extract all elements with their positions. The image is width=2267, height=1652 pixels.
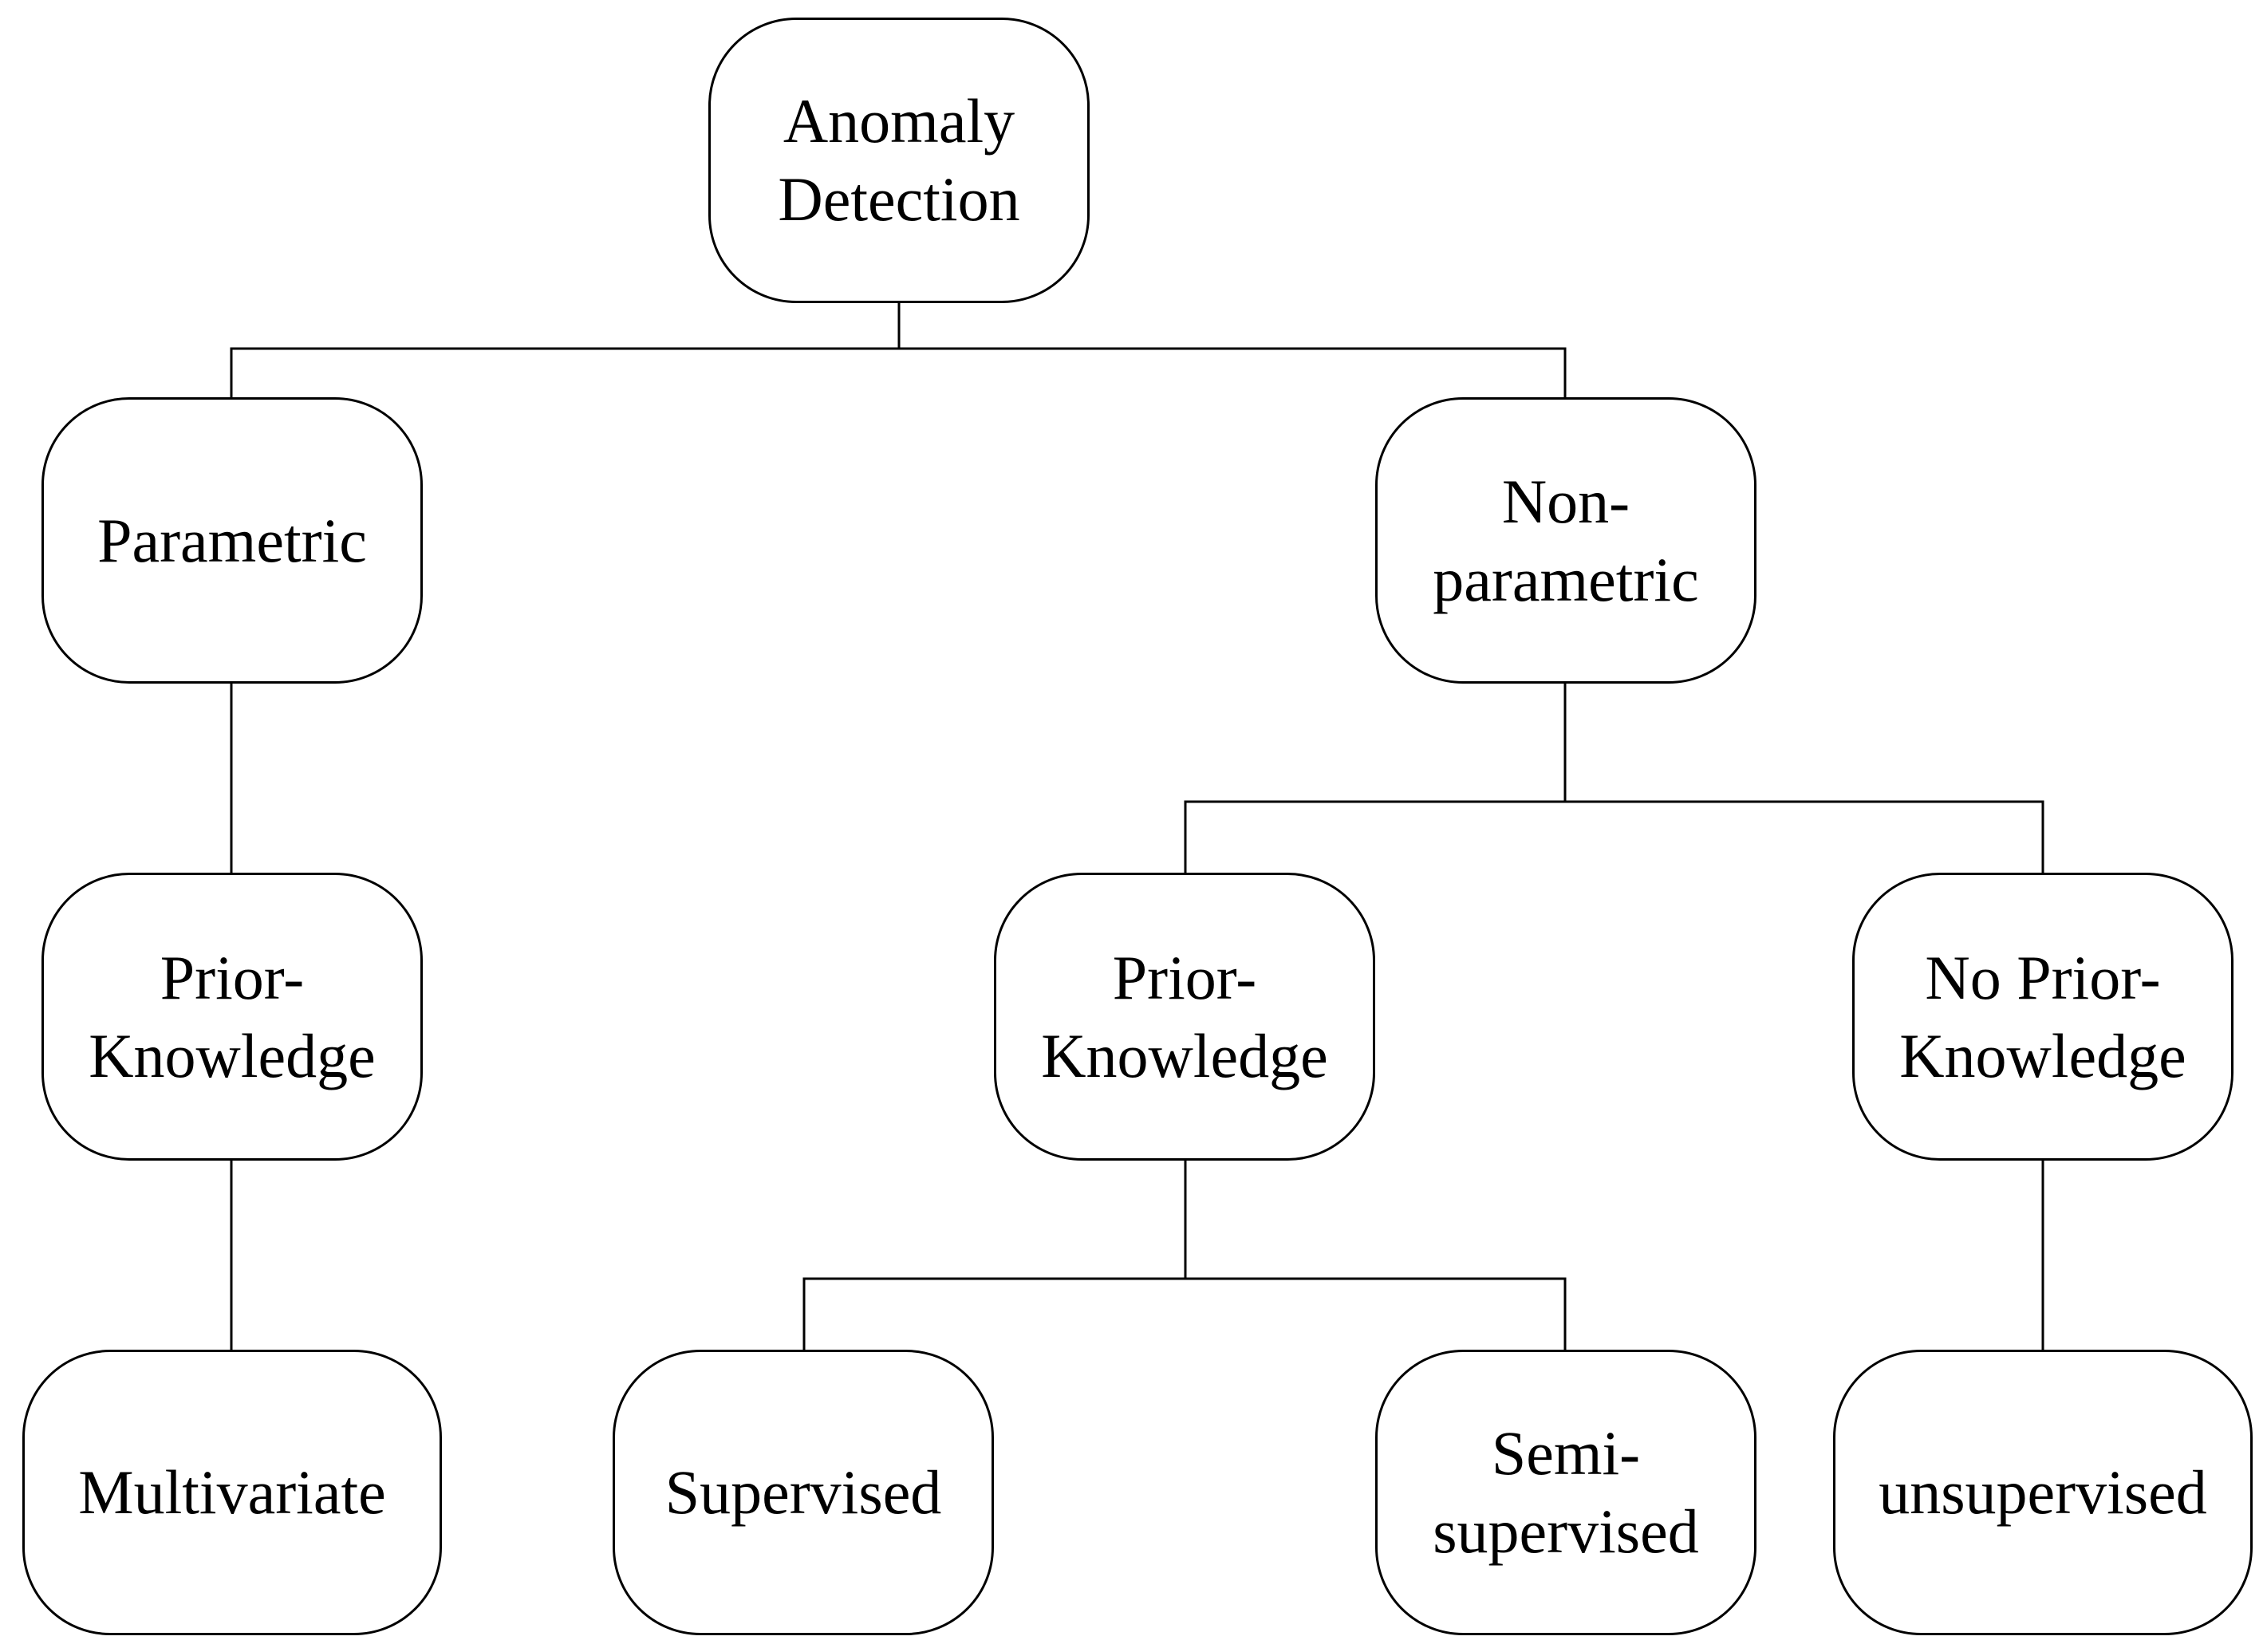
node-no-prior-knowledge: No Prior- Knowledge (1852, 873, 2233, 1161)
node-non-parametric: Non- parametric (1375, 397, 1756, 684)
node-anomaly-detection-line-2: Detection (778, 164, 1020, 234)
node-nonparametric-prior-knowledge-line-1: Prior- (1112, 942, 1257, 1012)
node-nonparametric-prior-knowledge: Prior- Knowledge (994, 873, 1375, 1161)
connector-prior-knowledge-to-supervised (802, 1157, 1187, 1353)
node-nonparametric-prior-knowledge-line-2: Knowledge (1041, 1020, 1328, 1090)
node-non-parametric-line-2: parametric (1433, 544, 1699, 614)
node-unsupervised: unsupervised (1833, 1350, 2253, 1635)
node-parametric-prior-knowledge-line-1: Prior- (160, 942, 305, 1012)
node-parametric: Parametric (41, 397, 423, 684)
node-parametric-label: Parametric (97, 505, 367, 575)
node-unsupervised-label: unsupervised (1879, 1457, 2207, 1527)
node-no-prior-knowledge-line-2: Knowledge (1899, 1020, 2186, 1090)
connector-root-to-parametric (230, 300, 901, 400)
node-semi-supervised: Semi- supervised (1375, 1350, 1756, 1635)
connector-prior-knowledge-to-semi-supervised (1184, 1277, 1567, 1353)
node-anomaly-detection: Anomaly Detection (708, 18, 1090, 303)
node-supervised: Supervised (613, 1350, 994, 1635)
node-parametric-prior-knowledge: Prior- Knowledge (41, 873, 423, 1161)
connector-root-to-nonparametric (897, 347, 1567, 400)
node-semi-supervised-line-1: Semi- (1491, 1418, 1641, 1488)
connector-nonparametric-to-no-prior-knowledge (1563, 800, 2044, 876)
node-non-parametric-line-1: Non- (1501, 466, 1630, 536)
node-no-prior-knowledge-line-1: No Prior- (1925, 942, 2161, 1012)
node-semi-supervised-line-2: supervised (1433, 1496, 1699, 1566)
node-multivariate: Multivariate (22, 1350, 442, 1635)
node-supervised-label: Supervised (664, 1457, 942, 1527)
node-multivariate-label: Multivariate (78, 1457, 386, 1527)
node-anomaly-detection-line-1: Anomaly (783, 86, 1015, 156)
connector-nonparametric-to-prior-knowledge (1184, 680, 1567, 876)
node-parametric-prior-knowledge-line-2: Knowledge (89, 1020, 376, 1090)
